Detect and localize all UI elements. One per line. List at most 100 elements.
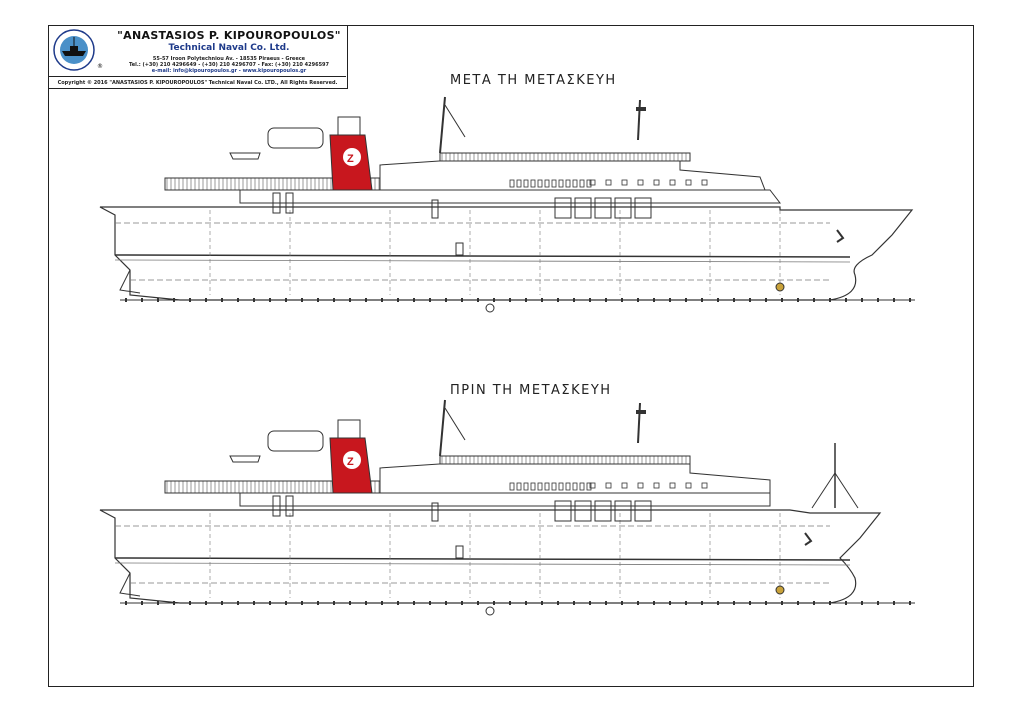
window (523, 482, 529, 491)
frame-tick (845, 601, 847, 605)
title-block: ® "ANASTASIOS P. KIPOUROPOULOS" Technica… (48, 25, 348, 89)
porthole (621, 179, 628, 186)
frame-tick (861, 298, 863, 302)
frame-tick (333, 601, 335, 605)
frame-tick (413, 601, 415, 605)
porthole (589, 179, 596, 186)
main-superstructure (239, 189, 782, 204)
copyright-notice: Copyright © 2016 "ANASTASIOS P. KIPOUROP… (49, 76, 346, 86)
window (565, 179, 571, 188)
frame-tick (557, 601, 559, 605)
window (558, 179, 564, 188)
window (509, 482, 515, 491)
frame-tick (461, 601, 463, 605)
door (431, 199, 439, 219)
frame-tick (813, 601, 815, 605)
rescue-boat (229, 152, 261, 160)
main-mast (439, 399, 446, 457)
window (551, 179, 557, 188)
waterline (114, 557, 851, 561)
porthole (685, 179, 692, 186)
window (516, 482, 522, 491)
midship-symbol-icon (485, 606, 495, 616)
large-window (594, 500, 612, 522)
frame-tick (781, 298, 783, 302)
frame-tick (733, 298, 735, 302)
frame-tick (573, 298, 575, 302)
door (431, 502, 439, 522)
window (586, 179, 592, 188)
frame-tick (429, 298, 431, 302)
frame-tick (589, 601, 591, 605)
frame-tick (317, 298, 319, 302)
frame-tick (557, 298, 559, 302)
frame-tick (765, 601, 767, 605)
frame-tick (829, 601, 831, 605)
frame-tick (285, 298, 287, 302)
frame-tick (221, 601, 223, 605)
porthole (637, 482, 644, 489)
frame-tick (605, 298, 607, 302)
window (544, 482, 550, 491)
main-mast (439, 96, 446, 154)
frame-tick (605, 601, 607, 605)
company-contact: e-mail: info@kipouropoulos.gr - www.kipo… (151, 68, 307, 74)
upper-deck-rail (439, 455, 691, 465)
company-logo-icon (53, 29, 95, 71)
frame-tick (397, 601, 399, 605)
frame-tick (157, 298, 159, 302)
frame-tick (237, 298, 239, 302)
frame-tick (221, 298, 223, 302)
ship-profile-before: Z (99, 399, 915, 616)
porthole (669, 482, 676, 489)
main-superstructure (239, 492, 771, 507)
frame-tick (701, 298, 703, 302)
fore-stay (834, 472, 859, 509)
frame-tick (349, 298, 351, 302)
large-window (614, 500, 632, 522)
waterline (114, 254, 851, 258)
frame-tick (749, 601, 751, 605)
frame-tick (157, 601, 159, 605)
hull-door (455, 242, 464, 256)
frame-tick (477, 601, 479, 605)
frame-tick (397, 298, 399, 302)
frame-tick (285, 601, 287, 605)
frame-tick (493, 601, 495, 605)
funnel-emblem-icon (343, 148, 361, 166)
frame-tick (381, 298, 383, 302)
large-window (594, 197, 612, 219)
window (530, 482, 536, 491)
window (544, 179, 550, 188)
frame-tick (589, 298, 591, 302)
frame-tick (525, 601, 527, 605)
large-window (634, 500, 652, 522)
frame-tick (317, 601, 319, 605)
porthole (669, 179, 676, 186)
frame-tick (637, 298, 639, 302)
frame-tick (685, 298, 687, 302)
frame-tick (765, 298, 767, 302)
window (565, 482, 571, 491)
frame-tick (429, 601, 431, 605)
lifeboat-canopy (267, 430, 324, 452)
window (537, 482, 543, 491)
frame-tick (909, 601, 911, 605)
company-address: 55-57 Iroon Polytechniou Av. - 18535 Pir… (152, 56, 306, 62)
anchor-icon (836, 229, 845, 243)
frame-tick (637, 601, 639, 605)
frame-tick (269, 298, 271, 302)
frame-tick (365, 298, 367, 302)
frame-tick (813, 298, 815, 302)
frame-tick (381, 601, 383, 605)
frame-tick (189, 601, 191, 605)
frame-tick (621, 298, 623, 302)
hull (99, 206, 914, 301)
frame-tick (861, 601, 863, 605)
window (572, 482, 578, 491)
rescue-boat (229, 455, 261, 463)
funnel-emblem-letter: Z (347, 456, 354, 468)
radar-icon (636, 107, 646, 111)
door (272, 192, 281, 214)
window (537, 179, 543, 188)
